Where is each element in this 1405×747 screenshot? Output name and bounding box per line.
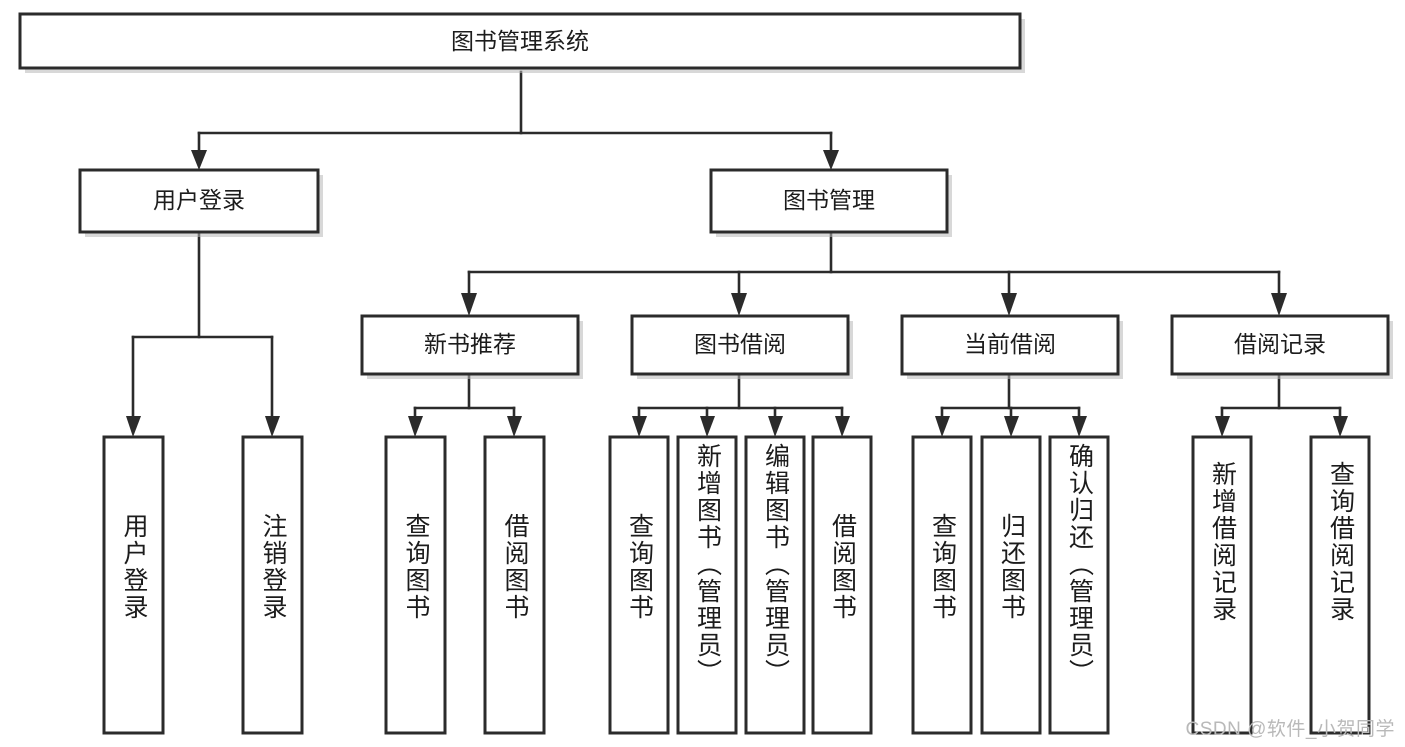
arrowhead-leaf-return-book (1004, 416, 1019, 437)
leaf-box-query-book-3[interactable] (911, 435, 973, 735)
node-borrow-record[interactable]: 借阅记录 (1170, 314, 1393, 379)
arrowhead-leaf-borrow-book-2 (835, 416, 850, 437)
node-root[interactable]: 图书管理系统 (18, 12, 1025, 73)
node-book-borrow[interactable]: 图书借阅 (630, 314, 853, 379)
node-new-book-recommend-label: 新书推荐 (424, 331, 516, 357)
node-new-book-recommend[interactable]: 新书推荐 (360, 314, 583, 379)
arrowhead-leaf-borrow-book-1 (507, 416, 522, 437)
arrowhead-leaf-query-book-3 (935, 416, 950, 437)
node-book-management[interactable]: 图书管理 (709, 168, 952, 237)
leaf-nodes (102, 435, 1371, 735)
node-user-login-label: 用户登录 (153, 187, 245, 213)
arrowhead-new-book-rec (461, 293, 477, 316)
node-current-borrow-box[interactable] (900, 314, 1120, 376)
leaf-box-borrow-book-1[interactable] (483, 435, 546, 735)
arrowhead-leaf-confirm-return (1072, 416, 1087, 437)
node-book-borrow-label: 图书借阅 (694, 331, 786, 357)
node-current-borrow-label: 当前借阅 (964, 331, 1056, 357)
arrowhead-leaf-add-record (1215, 416, 1230, 437)
arrowhead-borrow-record (1271, 293, 1287, 316)
leaf-box-logout[interactable] (241, 435, 304, 735)
arrowhead-leaf-add-book (700, 416, 715, 437)
leaf-box-confirm-return[interactable] (1048, 435, 1110, 735)
arrowhead-leaf-query-record (1333, 416, 1348, 437)
csdn-watermark: CSDN @软件_小贺同学 (1185, 719, 1395, 740)
node-user-login[interactable]: 用户登录 (78, 168, 323, 237)
node-new-book-recommend-box[interactable] (360, 314, 580, 376)
leaf-box-query-book-1[interactable] (384, 435, 447, 735)
node-root-box[interactable] (18, 12, 1022, 70)
leaf-box-borrow-book-2[interactable] (811, 435, 873, 735)
node-borrow-record-box[interactable] (1170, 314, 1390, 376)
node-root-label: 图书管理系统 (451, 28, 589, 54)
leaf-box-user-login[interactable] (102, 435, 165, 735)
arrowhead-book-management (823, 150, 839, 170)
arrowhead-leaf-user-login (126, 416, 141, 437)
arrowhead-leaf-query-book-1 (408, 416, 423, 437)
leaf-box-query-record[interactable] (1309, 435, 1371, 735)
leaf-box-add-record[interactable] (1191, 435, 1253, 735)
leaf-box-return-book[interactable] (980, 435, 1042, 735)
arrowhead-leaf-logout (265, 416, 280, 437)
node-user-login-box[interactable] (78, 168, 320, 234)
node-book-management-label: 图书管理 (783, 187, 875, 213)
node-borrow-record-label: 借阅记录 (1234, 331, 1326, 357)
node-book-borrow-box[interactable] (630, 314, 850, 376)
arrowhead-current-borrow (1001, 293, 1017, 316)
connector-layer (126, 70, 1348, 437)
arrowhead-leaf-edit-book (768, 416, 783, 437)
node-book-management-box[interactable] (709, 168, 949, 234)
arrowhead-book-borrow (731, 293, 747, 316)
node-current-borrow[interactable]: 当前借阅 (900, 314, 1123, 379)
node-layer: 图书管理系统 用户登录 图书管理 新书推荐 (18, 12, 1393, 735)
leaf-box-edit-book[interactable] (744, 435, 806, 735)
arrowhead-user-login (191, 150, 207, 170)
leaf-box-query-book-2[interactable] (608, 435, 670, 735)
arrowhead-leaf-query-book-2 (632, 416, 647, 437)
leaf-box-add-book[interactable] (676, 435, 738, 735)
